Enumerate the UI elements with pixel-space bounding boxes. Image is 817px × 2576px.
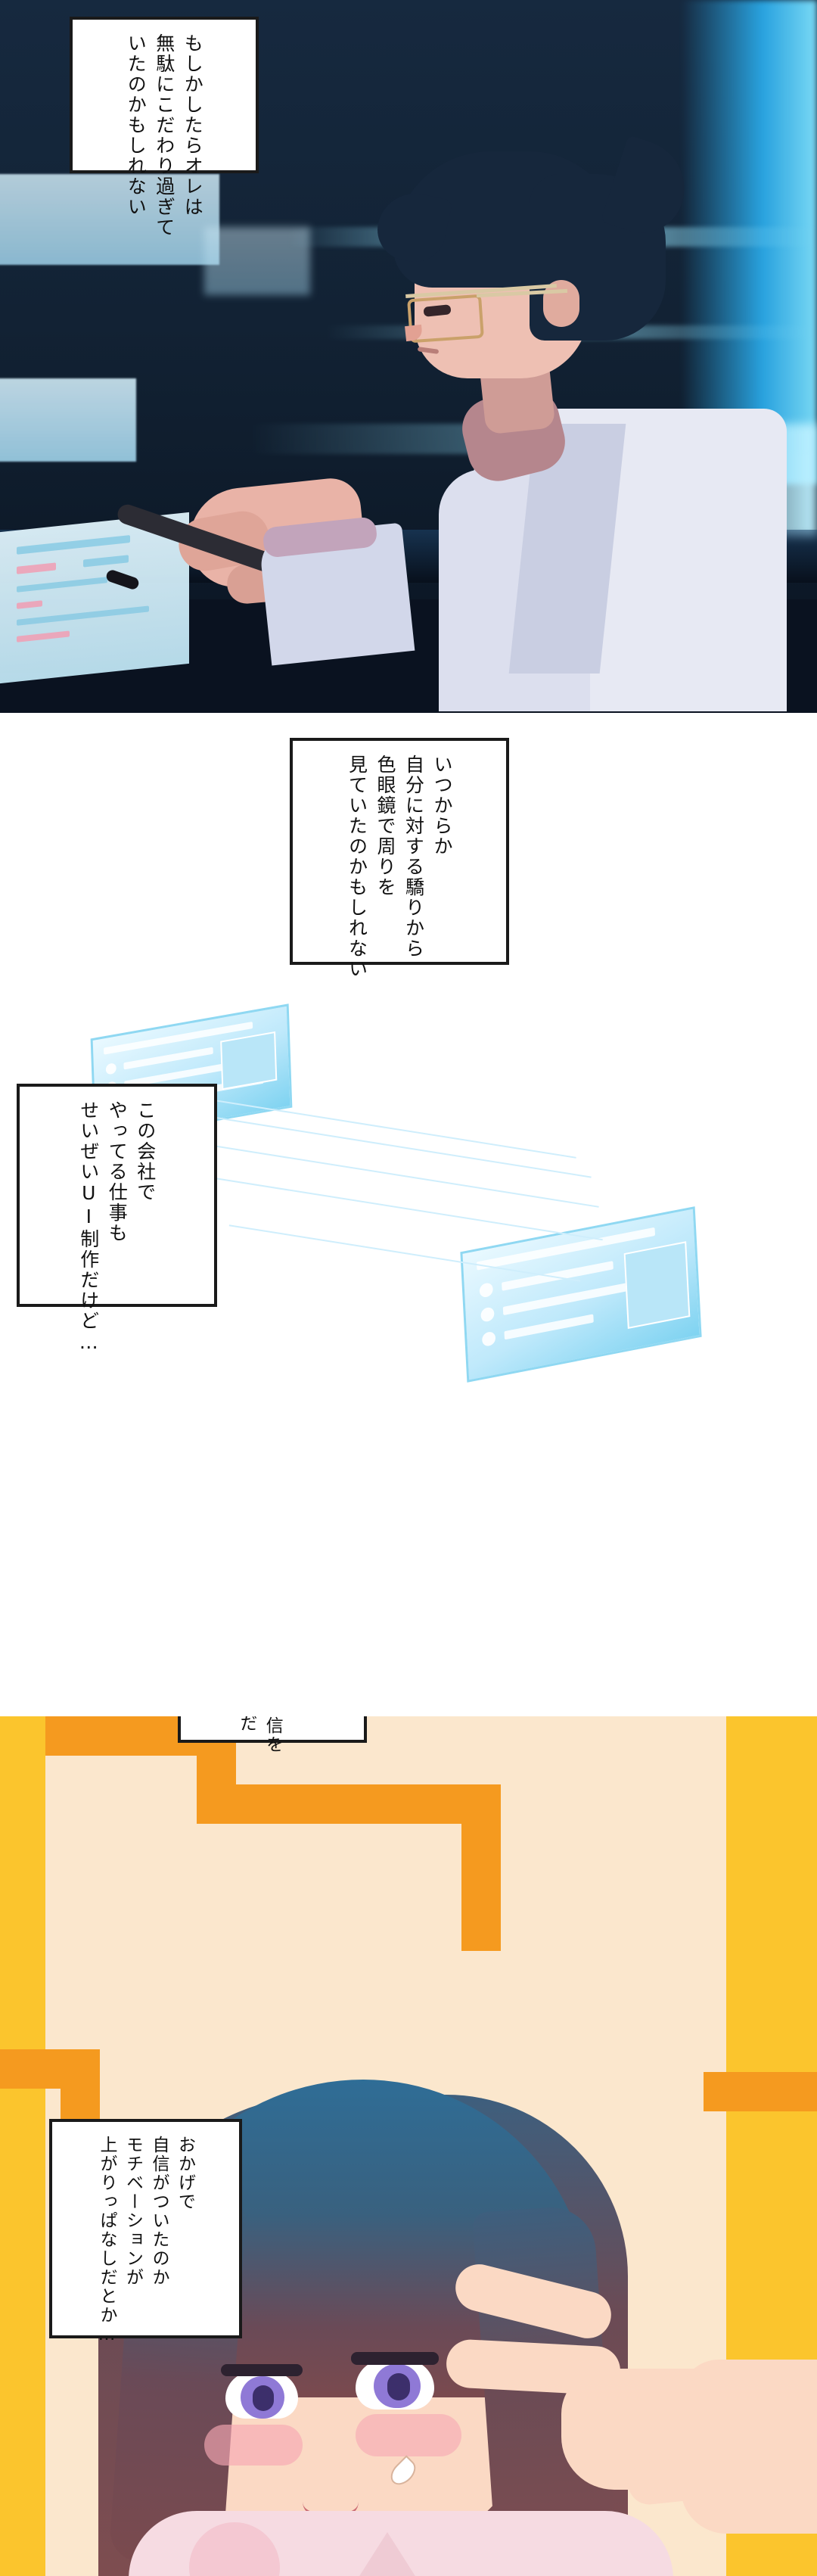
caption-box-6: おかげで 自信がついたのか モチベーションが 上がりっぱなしだとか… (49, 2119, 242, 2346)
window-glow-left (0, 174, 219, 265)
girl-eyelash-left (221, 2364, 303, 2376)
caption-1-text: もしかしたらオレは 無駄にこだわり過ぎて いたのかもしれない (125, 33, 204, 238)
caption-box-1: もしかしたらオレは 無駄にこだわり過ぎて いたのかもしれない (70, 17, 259, 238)
girl-finger-middle (445, 2338, 622, 2396)
girl-wrist (681, 2360, 817, 2534)
panel-3: オレと木村が ぬけたあとのチャンネルの 話はちょくちょく耳にした 千秋さんは 2… (0, 1716, 817, 2576)
girl-blush-left (204, 2425, 303, 2466)
caption-box-5: 千秋さんは 2回目のセックス配信を 成功裏に終えたそうだ (178, 1716, 367, 1754)
desk-ui-screen (0, 512, 189, 684)
caption-3-text: この会社で やってる仕事も せいぜいUI制作だけど… (77, 1100, 157, 1355)
orange-zig-4 (461, 1784, 501, 1951)
girl-blush-right (356, 2414, 461, 2456)
caption-2-text: いつからか 自分に対する驕りから 色眼鏡で周りを 見ていたのかもしれない (346, 754, 454, 979)
caption-6-text: おかげで 自信がついたのか モチベーションが 上がりっぱなしだとか… (97, 2136, 195, 2346)
orange-zig-3 (197, 1784, 499, 1824)
girl-eye-right-pupil (387, 2373, 410, 2400)
motion-line-1 (157, 1090, 576, 1159)
shirt-triangle-motif (356, 2532, 419, 2576)
caption-5-text: 千秋さんは 2回目のセックス配信を 成功裏に終えたそうだ (233, 1716, 312, 1754)
window-glow-left-2 (0, 378, 136, 462)
orange-zig-7 (704, 2072, 817, 2111)
girl-eye-left-pupil (253, 2385, 274, 2411)
caption-box-2: いつからか 自分に対する驕りから 色眼鏡で周りを 見ていたのかもしれない (290, 738, 509, 979)
panel-2: いつからか 自分に対する驕りから 色眼鏡で周りを 見ていたのかもしれない この会… (0, 730, 817, 1468)
caption-box-3: この会社で やってる仕事も せいぜいUI制作だけど… (17, 1084, 217, 1355)
girl-eyelash-right (351, 2352, 439, 2365)
ui-mock-card-large (460, 1206, 702, 1383)
panel-1: もしかしたらオレは 無駄にこだわり過ぎて いたのかもしれない (0, 0, 817, 713)
motion-line-2 (165, 1109, 592, 1178)
